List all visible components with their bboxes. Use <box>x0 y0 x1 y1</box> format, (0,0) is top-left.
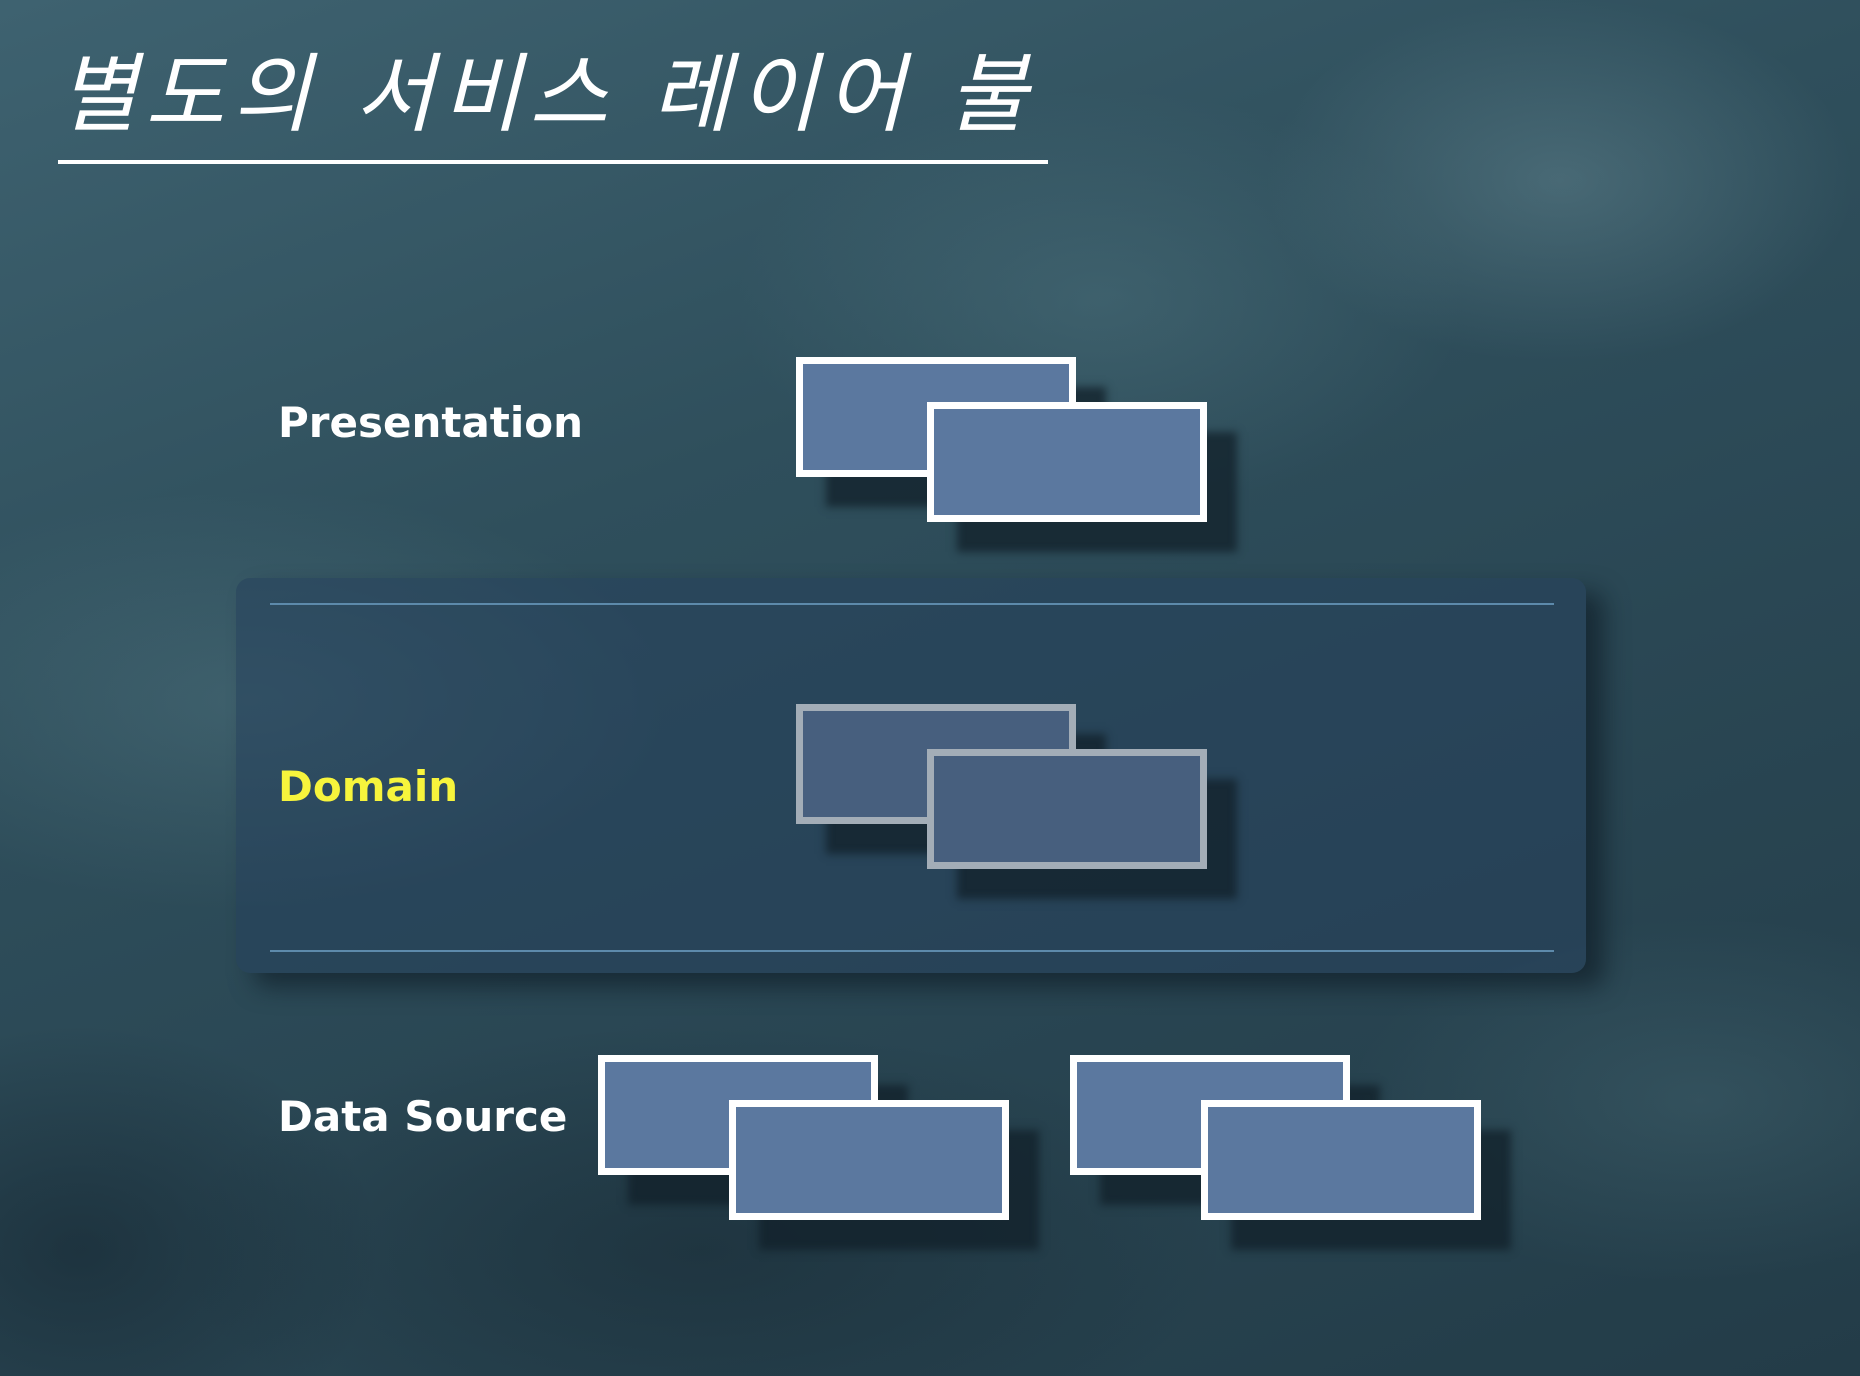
data-source-label: Data Source <box>278 1092 568 1141</box>
slide-title: 별도의 서비스 레이어 불필요 <box>58 45 1048 145</box>
data-source-box-left-front <box>729 1100 1009 1220</box>
panel-bottom-line <box>270 950 1554 952</box>
title-underline <box>58 160 1048 164</box>
data-source-box-right-front <box>1201 1100 1481 1220</box>
panel-top-line <box>270 603 1554 605</box>
domain-label: Domain <box>278 762 459 811</box>
domain-box-front <box>927 749 1207 869</box>
presentation-box-front <box>927 402 1207 522</box>
presentation-label: Presentation <box>278 398 584 447</box>
